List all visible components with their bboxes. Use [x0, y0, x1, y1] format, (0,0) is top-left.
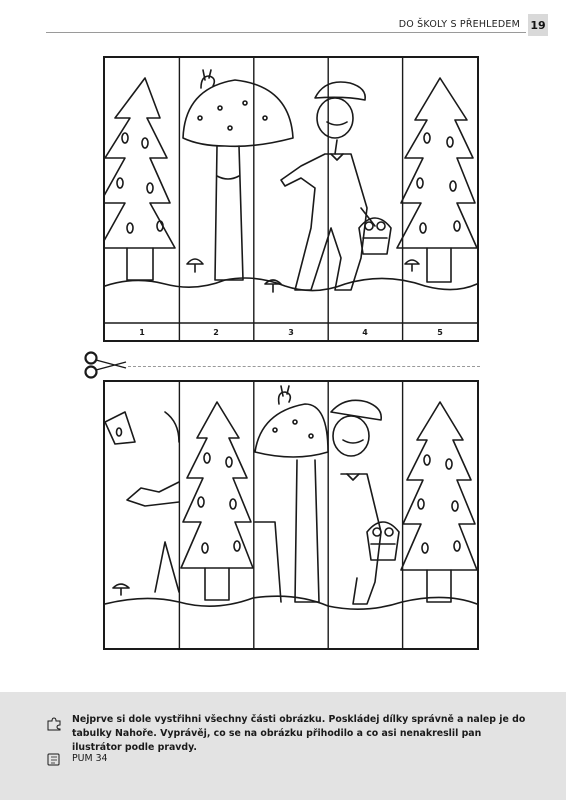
top-puzzle-illustration: 1 2 3 4 5	[105, 58, 477, 340]
scrambled-strip-2	[180, 401, 254, 601]
notebook-icon	[47, 753, 60, 766]
scrambled-strip-3	[254, 385, 329, 603]
page-number: 19	[528, 14, 548, 36]
cut-line	[128, 366, 480, 367]
puzzle-icon	[47, 717, 61, 731]
scrambled-strip-1	[105, 411, 180, 596]
workbook-reference: PUM 34	[72, 753, 108, 764]
header-rule	[46, 32, 526, 33]
scissors-icon	[84, 351, 127, 379]
strip-number-2: 2	[213, 328, 219, 337]
strip-number-1: 1	[139, 328, 145, 337]
mushroom	[182, 69, 294, 293]
strip-number-3: 3	[288, 328, 294, 337]
scrambled-puzzle-panel	[103, 380, 479, 650]
scrambled-strip-5	[400, 401, 477, 603]
instructions-text: Nejprve si dole vystřihni všechny části …	[72, 714, 526, 753]
header-title: DO ŠKOLY S PŘEHLEDEM	[398, 19, 520, 30]
man-with-basket	[280, 81, 392, 291]
instructions-band	[0, 692, 566, 800]
scrambled-strip-4	[330, 399, 400, 605]
left-tree	[105, 77, 176, 281]
scrambled-puzzle-illustration	[105, 382, 477, 648]
strip-dividers	[105, 58, 477, 340]
right-tree	[396, 77, 477, 283]
strip-number-4: 4	[362, 328, 368, 337]
strip-number-5: 5	[437, 328, 443, 337]
scrambled-strip-dividers	[178, 382, 404, 648]
top-puzzle-panel: 1 2 3 4 5	[103, 56, 479, 342]
